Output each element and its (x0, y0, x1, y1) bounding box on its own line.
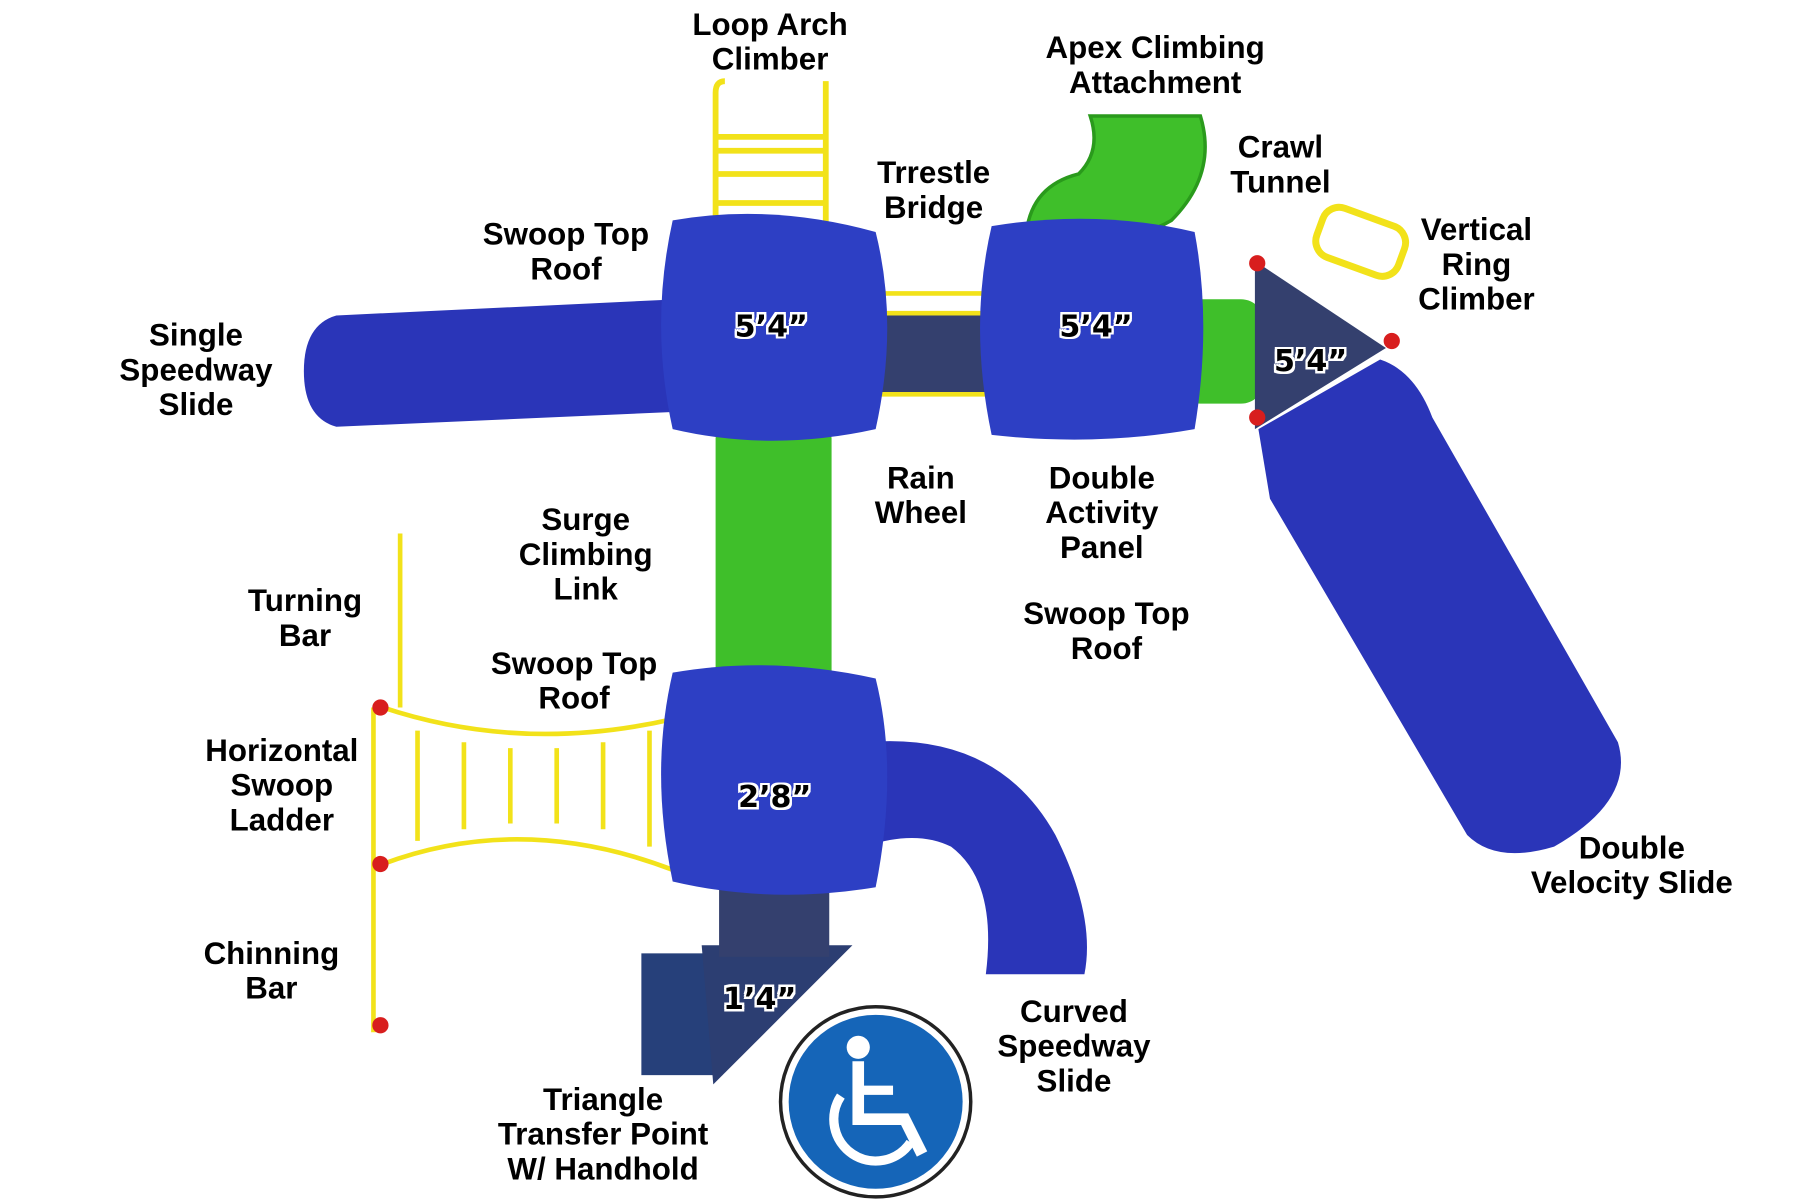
triangle-transfer-point (701, 945, 853, 1085)
deck-height-4: 2’8” (738, 780, 812, 816)
horizontal-swoop-ladder (371, 533, 674, 1033)
wheelchair-icon (778, 1004, 973, 1199)
single-speedway-slide (303, 299, 679, 427)
double-velocity-slide (1258, 359, 1621, 854)
surge-climbing-link (715, 429, 832, 685)
curved-speedway-slide (864, 741, 1087, 975)
loop-arch-climber (712, 78, 829, 232)
swoop-top-roofs (661, 213, 1204, 895)
deck-height-2: 5’4” (1059, 309, 1133, 345)
apex-climbing-attachment (1024, 114, 1207, 236)
deck-height-3: 5’4” (1273, 344, 1348, 380)
deck-height-5: 1’4” (723, 982, 797, 1018)
vertical-ring-climber (1312, 203, 1410, 280)
deck-height-1: 5’4” (734, 309, 808, 345)
triangle-deck (1254, 260, 1386, 430)
